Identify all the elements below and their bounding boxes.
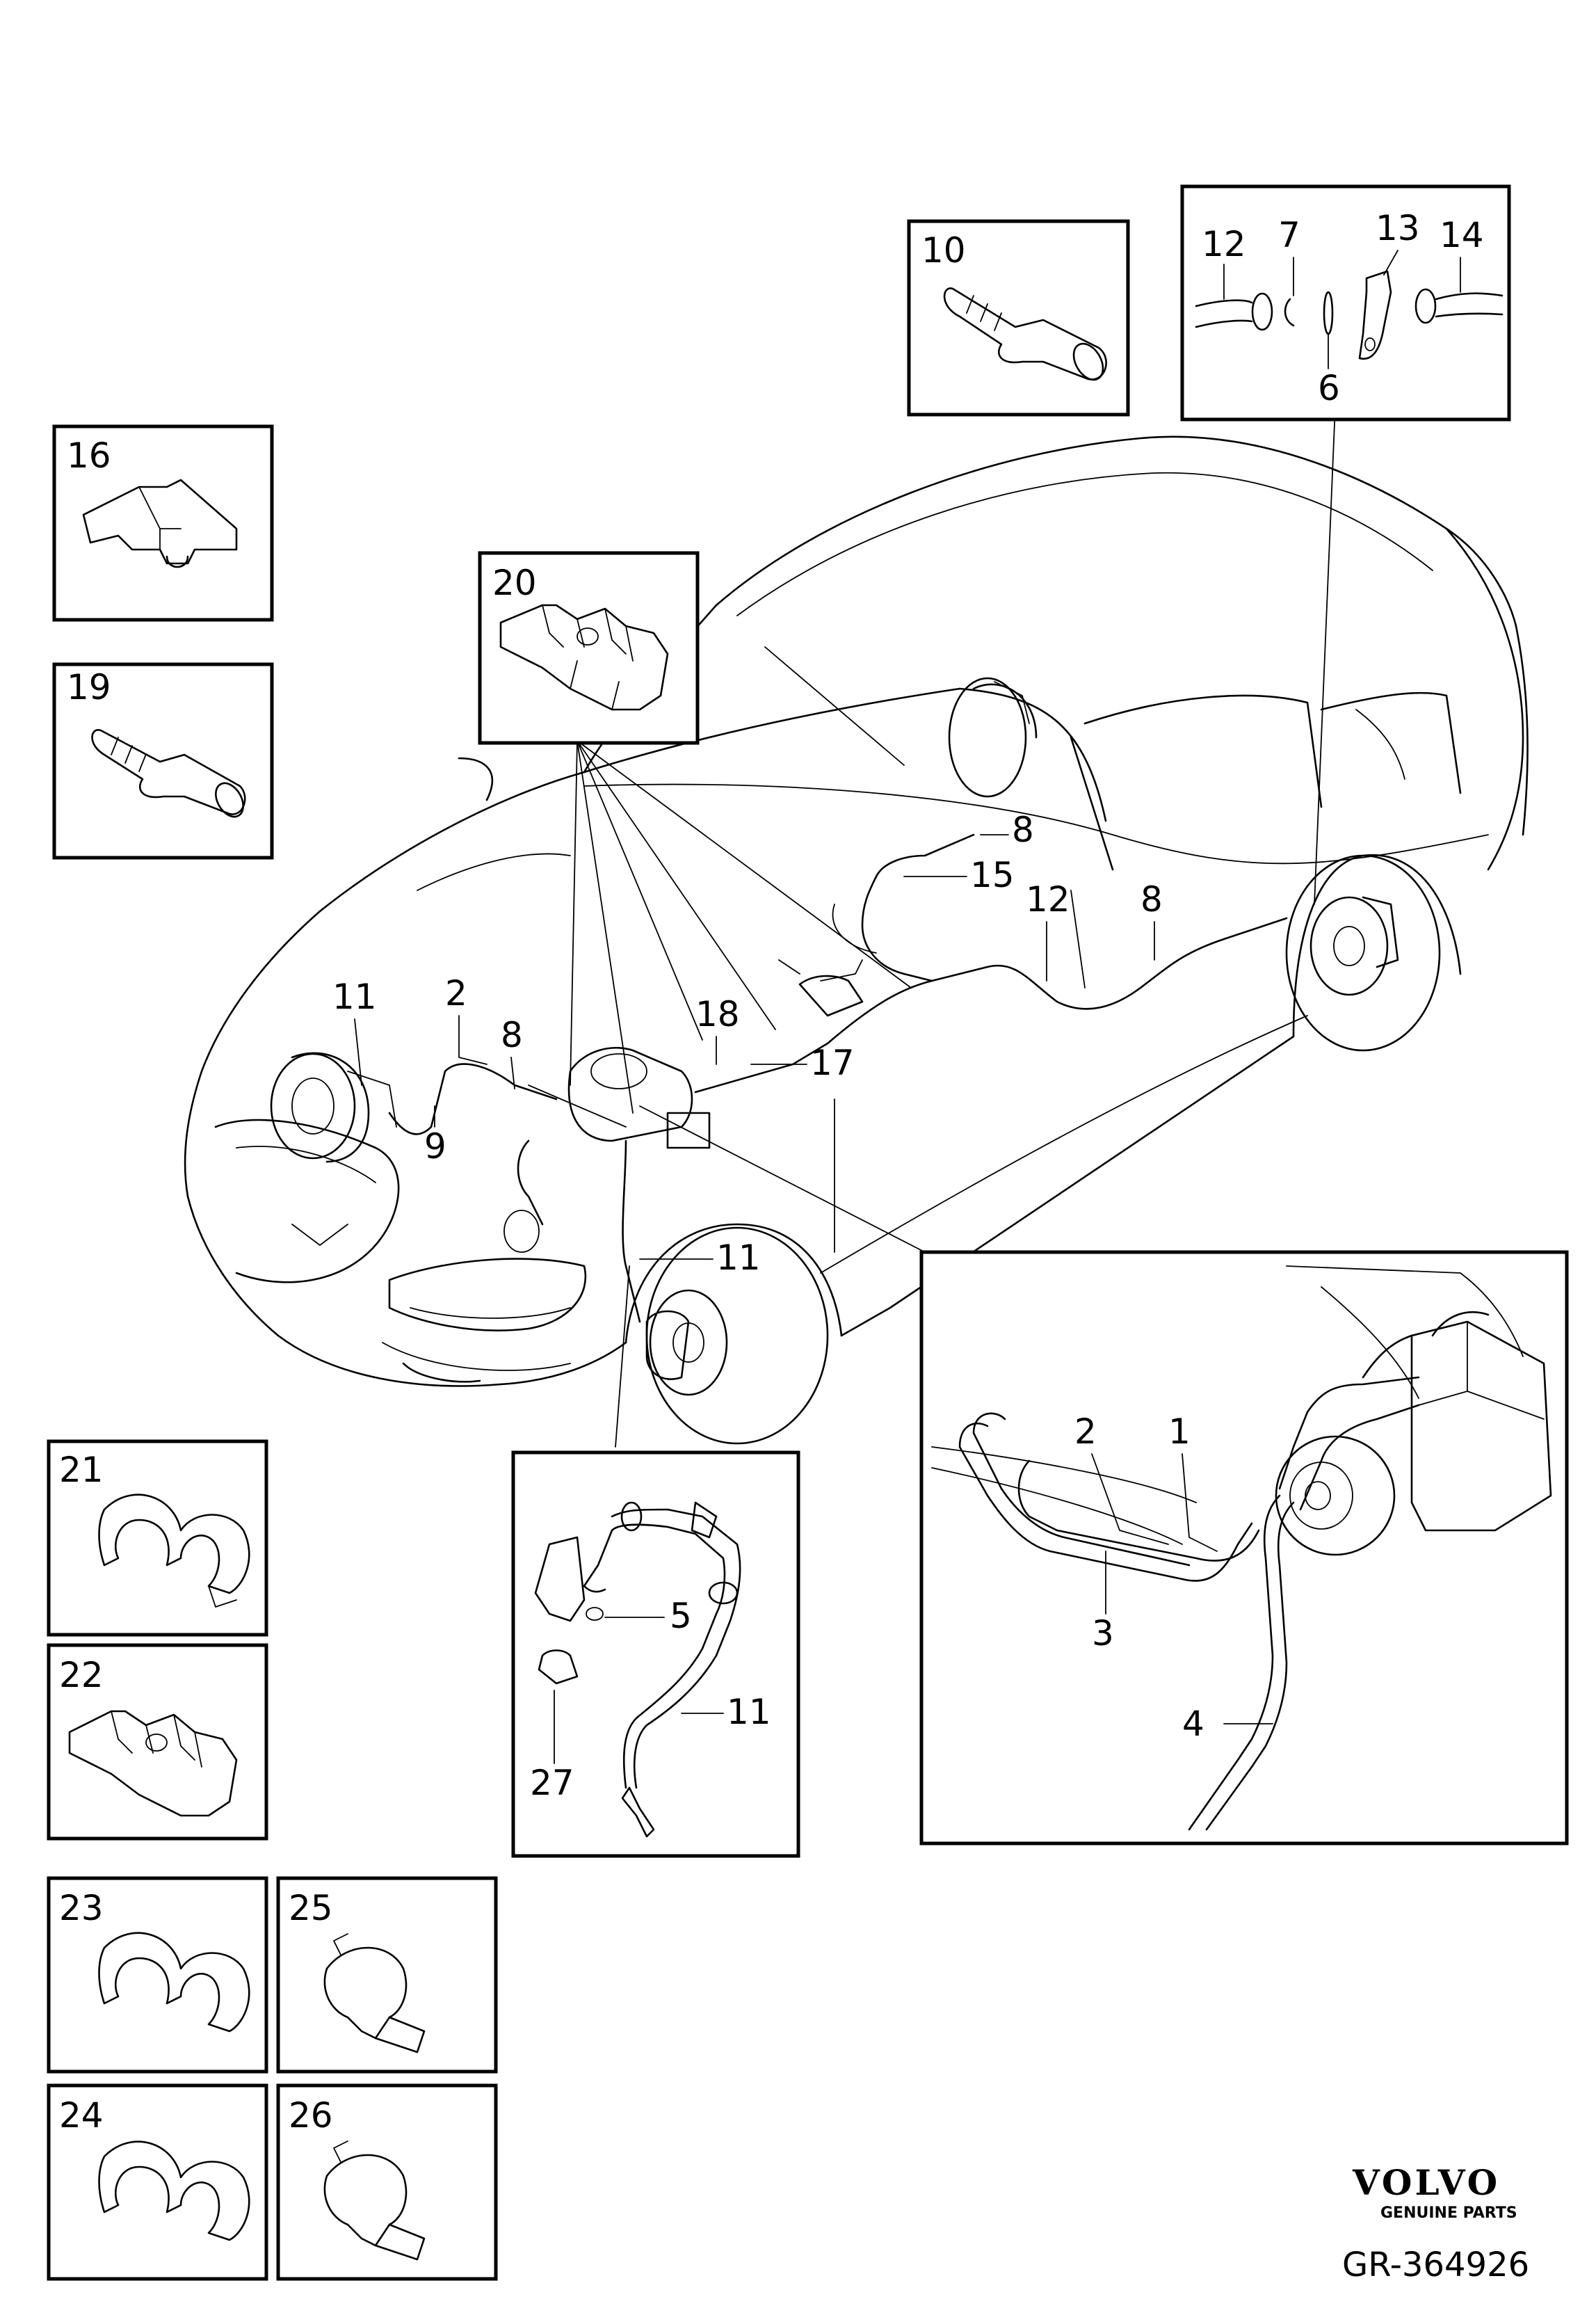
- inset-box-21: 21: [47, 1439, 268, 1637]
- inset-box-cable: 12 7 13 14 6: [1180, 184, 1511, 422]
- inset-box-26: 26: [276, 2083, 498, 2281]
- inset-label-24: 24: [59, 2095, 104, 2136]
- car-illustration: [184, 435, 1529, 1445]
- callout-15: 15: [970, 855, 1015, 895]
- inset-label-27: 27: [530, 1763, 574, 1803]
- callout-2: 2: [445, 973, 467, 1014]
- inset-label-12: 12: [1202, 224, 1246, 264]
- inset-box-20: 20: [478, 551, 700, 745]
- inset-box-hose: 5 11 27: [511, 1450, 800, 1858]
- inset-box-abs: 2 1 3 4: [919, 1250, 1569, 1845]
- inset-label-20: 20: [492, 563, 537, 603]
- inset-label-6: 6: [1318, 368, 1340, 408]
- callout-8-rear-upper: 8: [1012, 810, 1034, 850]
- inset-label-14: 14: [1440, 215, 1484, 255]
- inset-box-22: 22: [47, 1643, 268, 1841]
- callout-8-rear: 8: [1140, 879, 1163, 920]
- inset-box-24: 24: [47, 2083, 268, 2281]
- inset-label-10: 10: [921, 230, 966, 271]
- genuine-parts-label: GENUINE PARTS: [1380, 2204, 1517, 2222]
- front-left-brake-disc: [270, 1052, 397, 1163]
- abs-label-3: 3: [1092, 1613, 1114, 1654]
- callout-11-right: 11: [716, 1238, 761, 1278]
- callout-8-front: 8: [501, 1015, 523, 1055]
- callout-18: 18: [695, 994, 740, 1034]
- inset-label-13: 13: [1376, 208, 1420, 248]
- abs-label-1: 1: [1168, 1411, 1191, 1452]
- abs-label-4: 4: [1182, 1704, 1204, 1744]
- inset-label-22: 22: [59, 1655, 104, 1695]
- diagram-reference: GR-364926: [1342, 2245, 1529, 2284]
- brake-lines: [270, 677, 1399, 1396]
- inset-box-19: 19: [52, 662, 274, 860]
- main-callouts: 11 2 8 9 11 18 17 8 15 12 8: [332, 810, 1163, 1278]
- callout-9: 9: [424, 1126, 446, 1167]
- inset-label-23: 23: [59, 1888, 104, 1928]
- rear-left-brake-disc: [948, 677, 1038, 798]
- rear-right-brake-disc: [1309, 896, 1399, 996]
- inset-label-16: 16: [67, 435, 111, 476]
- volvo-logo: VOLVO: [1352, 2162, 1500, 2203]
- inset-box-16: 16: [52, 424, 274, 622]
- inset-label-21: 21: [59, 1450, 104, 1490]
- front-right-brake-disc: [645, 1289, 728, 1396]
- inset-label-26: 26: [289, 2095, 333, 2136]
- inset-box-10: 10: [907, 219, 1130, 417]
- callout-11-left: 11: [332, 977, 377, 1017]
- volvo-branding: VOLVO GENUINE PARTS GR-364926: [1342, 2162, 1529, 2284]
- inset-label-5: 5: [670, 1596, 692, 1636]
- inset-label-7: 7: [1278, 215, 1300, 255]
- box-20-leaders: [570, 406, 1336, 1448]
- callout-17: 17: [810, 1043, 855, 1083]
- inset-label-11: 11: [727, 1692, 771, 1732]
- callout-12-main: 12: [1026, 879, 1070, 920]
- abs-label-2: 2: [1074, 1411, 1097, 1452]
- inset-box-23: 23: [47, 1876, 268, 2074]
- inset-label-25: 25: [289, 1888, 333, 1928]
- stud-part: [943, 287, 1107, 381]
- inset-label-19: 19: [67, 667, 111, 707]
- inset-box-25: 25: [276, 1876, 498, 2074]
- brake-booster: [503, 1046, 711, 1253]
